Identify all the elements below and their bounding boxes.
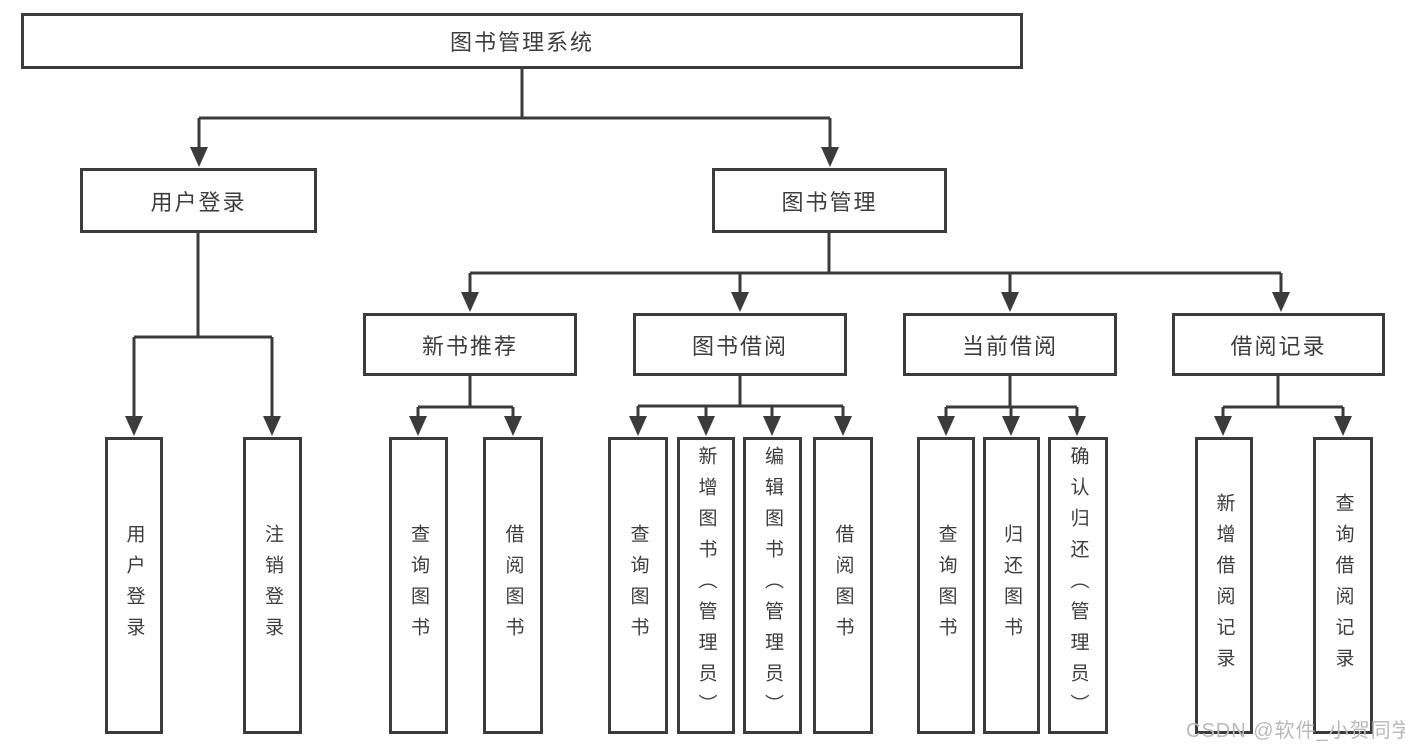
node-user-login: 用户登录 <box>80 168 317 233</box>
leaf-current-query-books: 查询图书 <box>917 437 975 734</box>
leaf-current-confirm-return-admin: 确认归还（管理员） <box>1048 437 1108 734</box>
leaf-current-return-books: 归还图书 <box>983 437 1040 734</box>
leaf-borrowing-add-books-admin: 新增图书（管理员） <box>677 437 735 734</box>
node-book-borrowing: 图书借阅 <box>633 313 847 376</box>
leaf-records-query-record: 查询借阅记录 <box>1313 437 1373 734</box>
node-book-management: 图书管理 <box>712 168 947 233</box>
leaf-borrowing-query-books: 查询图书 <box>608 437 668 734</box>
leaf-records-add-record: 新增借阅记录 <box>1195 437 1253 734</box>
leaf-user-login: 用户登录 <box>105 437 163 734</box>
leaf-borrowing-edit-books-admin: 编辑图书（管理员） <box>743 437 802 734</box>
node-borrowing-records: 借阅记录 <box>1172 313 1385 376</box>
node-current-borrowing: 当前借阅 <box>903 313 1117 376</box>
leaf-logout: 注销登录 <box>243 437 302 734</box>
node-new-book-recommendation: 新书推荐 <box>363 313 577 376</box>
leaf-borrowing-borrow-books: 借阅图书 <box>813 437 873 734</box>
leaf-recommend-borrow-books: 借阅图书 <box>483 437 543 734</box>
leaf-recommend-query-books: 查询图书 <box>389 437 448 734</box>
node-root: 图书管理系统 <box>21 13 1023 69</box>
